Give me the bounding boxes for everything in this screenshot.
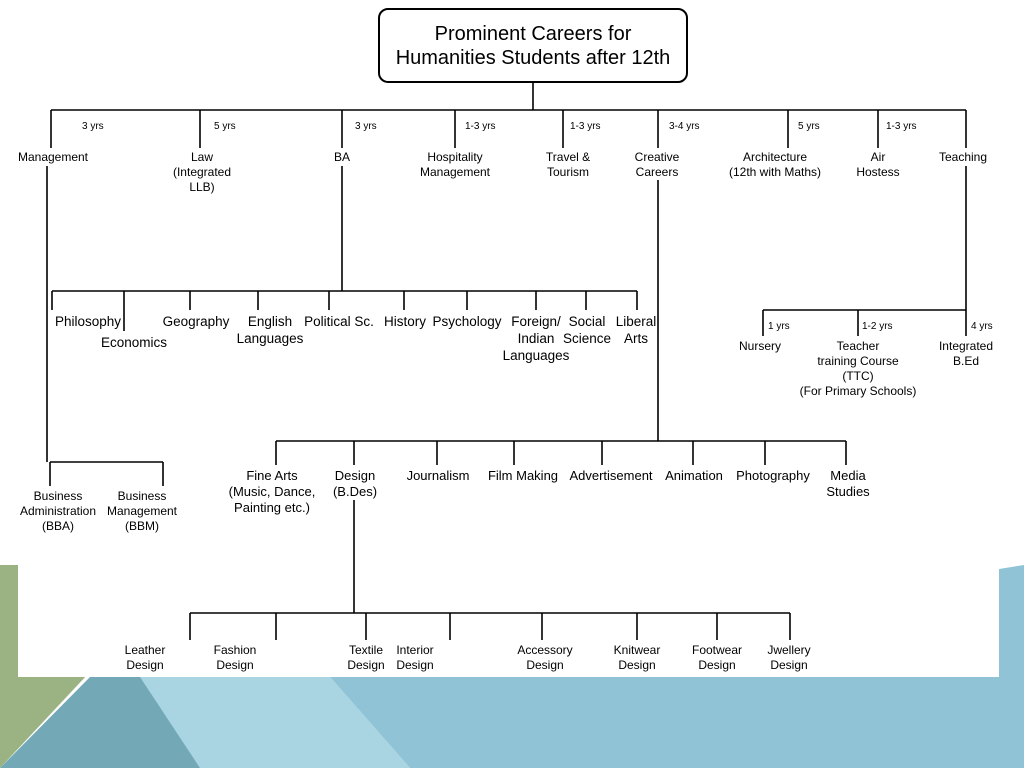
- branch-hospitality: Hospitality Management: [419, 150, 491, 179]
- creative-film-making: Film Making: [487, 468, 559, 483]
- creative-advertisement: Advertisement: [569, 468, 653, 483]
- management-bba: Business Administration (BBA): [19, 489, 97, 533]
- duration-air-hostess: 1-3 yrs: [886, 121, 917, 132]
- subject-history: History: [383, 314, 427, 329]
- bg-light-shape: [140, 677, 410, 768]
- design-jwellery: Jwellery Design: [767, 643, 811, 672]
- subject-liberal-arts: Liberal Arts: [615, 314, 657, 346]
- management-bbm: Business Management (BBM): [106, 489, 178, 533]
- teaching-nursery: Nursery: [738, 339, 782, 353]
- subject-political-science: Political Sc.: [304, 314, 374, 329]
- subject-foreign-languages: Foreign/ Indian Languages: [502, 314, 570, 363]
- creative-animation: Animation: [665, 468, 723, 483]
- duration-travel: 1-3 yrs: [570, 121, 601, 132]
- diagram-title-box: Prominent Careers for Humanities Student…: [378, 8, 688, 83]
- subject-economics: Economics: [100, 335, 168, 350]
- branch-management: Management: [17, 150, 89, 164]
- subject-psychology: Psychology: [432, 314, 502, 329]
- branch-law: Law (Integrated LLB): [172, 150, 232, 194]
- duration-hospitality: 1-3 yrs: [465, 121, 496, 132]
- branch-architecture: Architecture (12th with Maths): [728, 150, 822, 179]
- duration-management: 3 yrs: [82, 121, 104, 132]
- design-textile: Textile Design: [347, 643, 385, 672]
- diagram-sheet: [18, 0, 999, 677]
- branch-ba: BA: [333, 150, 351, 164]
- teaching-ttc: Teacher training Course (TTC) (For Prima…: [799, 339, 917, 398]
- duration-creative: 3-4 yrs: [669, 121, 700, 132]
- duration-law: 5 yrs: [214, 121, 236, 132]
- creative-photography: Photography: [736, 468, 810, 483]
- duration-ttc: 1-2 yrs: [862, 321, 893, 332]
- branch-teaching: Teaching: [938, 150, 988, 164]
- design-knitwear: Knitwear Design: [613, 643, 661, 672]
- title-line-2: Humanities Students after 12th: [395, 46, 671, 69]
- design-accessory: Accessory Design: [517, 643, 573, 672]
- creative-fine-arts: Fine Arts (Music, Dance, Painting etc.): [228, 468, 316, 515]
- design-fashion: Fashion Design: [213, 643, 257, 672]
- duration-architecture: 5 yrs: [798, 121, 820, 132]
- title-line-1: Prominent Careers for: [434, 22, 632, 45]
- duration-ba: 3 yrs: [355, 121, 377, 132]
- branch-travel: Travel & Tourism: [545, 150, 591, 179]
- branch-air-hostess: Air Hostess: [856, 150, 900, 179]
- subject-philosophy: Philosophy: [54, 314, 122, 329]
- subject-social-science: Social Science: [562, 314, 612, 346]
- teaching-bed: Integrated B.Ed: [938, 339, 994, 368]
- design-footwear: Footwear Design: [691, 643, 743, 672]
- duration-bed: 4 yrs: [971, 321, 993, 332]
- design-interior: Interior Design: [396, 643, 434, 672]
- duration-nursery: 1 yrs: [768, 321, 790, 332]
- design-leather: Leather Design: [124, 643, 166, 672]
- subject-geography: Geography: [162, 314, 230, 329]
- subject-english: English Languages: [236, 314, 304, 346]
- creative-journalism: Journalism: [406, 468, 470, 483]
- creative-media-studies: Media Studies: [826, 468, 870, 499]
- creative-design: Design (B.Des): [332, 468, 378, 499]
- branch-creative: Creative Careers: [634, 150, 680, 179]
